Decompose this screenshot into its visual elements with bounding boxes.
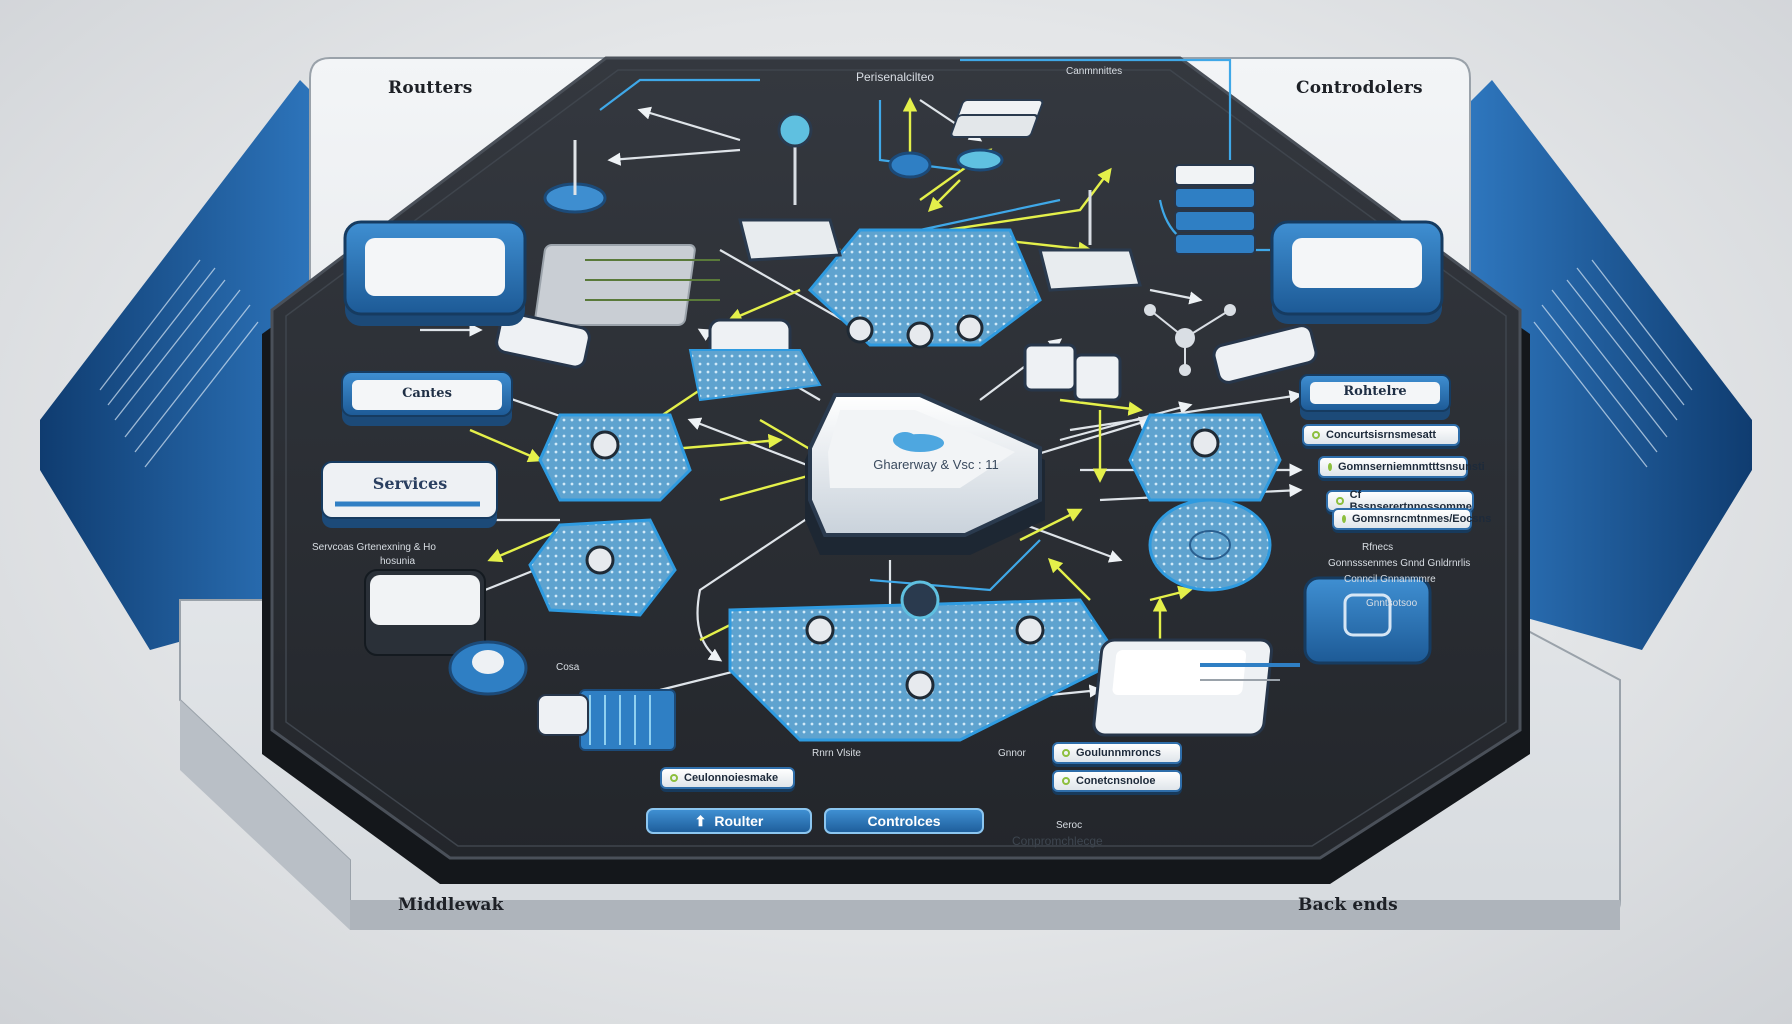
network-node-top[interactable]	[807, 228, 1042, 349]
small-hub-top[interactable]	[888, 148, 1004, 179]
status-dot	[1328, 463, 1332, 471]
right-card-top[interactable]	[1270, 220, 1444, 324]
top-center-label: Perisenalcilteo	[856, 70, 935, 84]
status-dot	[1342, 515, 1346, 523]
bottom-small-label-1: Rnrn Vlsite	[812, 748, 861, 759]
cube-device[interactable]	[688, 318, 822, 402]
right-side-panel	[1462, 80, 1752, 650]
services-label[interactable]: Services	[372, 474, 448, 493]
round-device-left[interactable]	[448, 640, 528, 696]
bottom-pill-3[interactable]: Conetcnsnoloe	[1052, 770, 1182, 792]
network-node-left-bottom[interactable]	[528, 518, 677, 617]
stack-device-top[interactable]	[950, 99, 1044, 138]
usb-device-right[interactable]	[1212, 323, 1318, 384]
server-stack-right[interactable]	[1174, 164, 1256, 255]
status-dot	[1062, 777, 1070, 785]
left-side-panel	[40, 80, 330, 650]
corner-label-bottom-left: Middlewak	[398, 895, 504, 915]
screen-device-right[interactable]	[1092, 638, 1300, 737]
bottom-small-label-4: Seroc	[1056, 820, 1083, 831]
network-node-right-round[interactable]	[1148, 498, 1272, 592]
cantes-box-shape[interactable]	[341, 371, 513, 426]
bottom-small-label-2: Gnnor	[998, 748, 1026, 759]
right-small-label-2: Gonnsssenmes Gnnd Gnldrnrlis	[1328, 558, 1471, 569]
cantes-label[interactable]: Cantes	[402, 386, 452, 401]
status-dot	[1312, 431, 1320, 439]
rohtelre-box-shape[interactable]	[1299, 374, 1451, 420]
right-small-label-3: Conncil Gnnanmmre	[1344, 574, 1436, 585]
link-node-right[interactable]	[1144, 304, 1236, 376]
router-device-right[interactable]	[1038, 190, 1142, 292]
lock-device-left[interactable]	[364, 569, 486, 656]
corner-label-bottom-right: Back ends	[1298, 895, 1398, 915]
bottom-center-node[interactable]	[900, 580, 940, 620]
right-small-label-1: Rfnecs	[1362, 542, 1394, 553]
right-pill-3[interactable]: Cf Bssnserertnnossomme	[1326, 489, 1474, 513]
network-node-bottom[interactable]	[728, 598, 1123, 742]
network-node-left-top[interactable]	[538, 413, 692, 502]
corner-label-top-left: Routters	[388, 78, 473, 98]
corner-label-top-right: Controdolers	[1296, 78, 1423, 98]
status-dot	[1062, 749, 1070, 757]
dual-device-right[interactable]	[1023, 343, 1122, 402]
router-device-top[interactable]	[738, 112, 842, 262]
router-button[interactable]: ⬆ Roulter	[646, 808, 812, 834]
top-right-small-label: Canmnnittes	[1066, 66, 1123, 77]
bottom-pill-2[interactable]: Goulunnmroncs	[1052, 742, 1182, 764]
right-pill-4[interactable]: Gomnsrncmtnmes/Eocsns	[1332, 508, 1491, 530]
right-small-label-4: Gnntsotsoo	[1366, 598, 1418, 609]
arrow-up-icon: ⬆	[694, 812, 707, 829]
bottom-pill-1[interactable]: Ceulonnoiesmake	[660, 767, 795, 789]
antenna-device[interactable]	[543, 140, 607, 214]
square-device-right[interactable]	[1303, 576, 1432, 665]
controllers-button[interactable]: Controlces	[824, 808, 984, 834]
right-pill-2[interactable]: Gomnserniemnmtttsnsunsti	[1318, 456, 1485, 478]
usb-device-left[interactable]	[495, 311, 591, 369]
services-box-shape[interactable]	[321, 461, 498, 528]
status-dot	[1336, 497, 1344, 505]
left-small-label-3: Cosa	[556, 662, 580, 673]
left-card-top[interactable]	[343, 220, 527, 326]
left-small-label-2: hosunia	[380, 556, 416, 567]
server-rack-top-left[interactable]	[534, 244, 720, 326]
gateway-hub[interactable]	[805, 393, 1045, 555]
network-node-right-top[interactable]	[1128, 413, 1282, 502]
rohtelre-label[interactable]: Rohtelre	[1343, 384, 1407, 399]
status-dot	[670, 774, 678, 782]
hub-label: Gharerway & Vsc : 11	[873, 457, 999, 472]
bottom-small-label-3: Conpromchlecge	[1012, 834, 1103, 848]
right-pill-1[interactable]: Concurtsisrnsmesatt	[1302, 424, 1460, 446]
left-small-label: Servcoas Grtenexning & Ho	[312, 542, 436, 553]
server-rack-bottom-left[interactable]	[537, 689, 676, 751]
